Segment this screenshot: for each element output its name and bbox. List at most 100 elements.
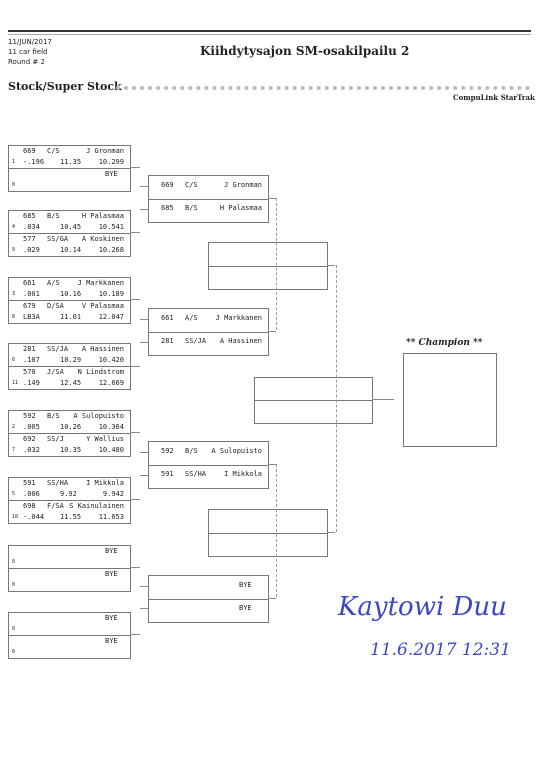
car-number: 591 <box>23 479 36 487</box>
semifinal-matchup <box>208 242 328 290</box>
elapsed-time: 10.16 <box>60 290 82 298</box>
seed-number: 3 <box>12 291 16 297</box>
bracket-connector <box>276 464 277 597</box>
bracket-connector <box>140 475 148 476</box>
seed-number: 0 <box>12 582 16 588</box>
racer-line: BYE <box>9 169 130 180</box>
matchup-divider <box>209 266 327 267</box>
bracket-connector <box>140 342 148 343</box>
car-number: 577 <box>23 235 36 243</box>
round-number: Round # 2 <box>8 58 45 66</box>
driver-name: A Sulopuisto <box>211 447 262 455</box>
driver-name: H Palasmaa <box>219 204 262 212</box>
car-class: B/S <box>185 447 198 455</box>
field-size: 11 car field <box>8 48 48 56</box>
reaction-time: .006 <box>23 490 40 498</box>
car-number: 698 <box>23 502 36 510</box>
seed-number: 6 <box>12 357 16 363</box>
elapsed-time: 11.01 <box>60 313 82 321</box>
dial-value: 10.268 <box>98 246 124 254</box>
top-rule <box>8 30 531 32</box>
car-number: 692 <box>23 435 36 443</box>
elapsed-time: 12.45 <box>60 379 82 387</box>
bye-label: BYE <box>105 570 118 578</box>
racer-line: BYE <box>9 636 130 647</box>
matchup-divider <box>149 599 268 600</box>
elapsed-time: 10.45 <box>60 223 82 231</box>
reaction-time: .029 <box>23 246 40 254</box>
event-title: Kiihdytysajon SM-osakilpailu 2 <box>200 44 410 58</box>
signature-datetime: 11.6.2017 12:31 <box>370 640 511 660</box>
driver-name: A Hassinen <box>219 337 262 345</box>
class-dotted-rule <box>116 86 530 90</box>
car-class: SS/JA <box>185 337 207 345</box>
car-number: 281 <box>23 345 36 353</box>
bracket-connector <box>140 209 148 210</box>
car-class: C/S <box>47 147 60 155</box>
racer-stats: 8 LB3A 11.01 12.047 <box>9 312 130 323</box>
seed-number: 10 <box>12 514 19 520</box>
driver-name: A Koskinen <box>81 235 124 243</box>
bracket-connector <box>130 634 140 635</box>
bye-label: BYE <box>105 637 118 645</box>
racer-stats: 0 <box>9 647 130 658</box>
car-class: J/SA <box>47 368 64 376</box>
racer-stats: 0 <box>9 580 130 591</box>
matchup-divider <box>255 400 372 401</box>
reaction-time: .107 <box>23 356 40 364</box>
dial-value: 12.047 <box>98 313 124 321</box>
elapsed-time: 11.35 <box>60 158 82 166</box>
race-date: 11/JUN/2017 <box>8 38 52 46</box>
elapsed-time: 9.92 <box>60 490 77 498</box>
driver-name: J Gronman <box>86 147 124 155</box>
dial-value: 10.480 <box>98 446 124 454</box>
driver-name: H Palasmaa <box>81 212 124 220</box>
car-number: 685 <box>161 204 174 212</box>
car-number: 592 <box>161 447 174 455</box>
driver-name: J Markkanen <box>215 314 262 322</box>
seed-number: 0 <box>12 559 16 565</box>
reaction-time: .149 <box>23 379 40 387</box>
bracket-connector <box>130 366 140 367</box>
reaction-time: LB3A <box>23 313 40 321</box>
matchup-divider <box>9 233 130 234</box>
reaction-time: .001 <box>23 290 40 298</box>
signature: Kaytowi Duu <box>338 592 507 622</box>
matchup-divider <box>9 366 130 367</box>
driver-name: S Kainulainen <box>69 502 124 510</box>
seed-number: 2 <box>12 424 16 430</box>
racer-stats: 0 <box>9 180 130 191</box>
car-class: B/S <box>47 412 60 420</box>
seed-number: 8 <box>12 314 16 320</box>
bracket-connector <box>336 265 337 532</box>
car-class: SS/HA <box>47 479 69 487</box>
bracket-connector <box>140 319 148 320</box>
matchup-divider <box>9 300 130 301</box>
elapsed-time: 10.29 <box>60 356 82 364</box>
car-number: 669 <box>161 181 174 189</box>
dial-value: 11.653 <box>98 513 124 521</box>
dial-value: 10.299 <box>98 158 124 166</box>
car-class: D/SA <box>47 302 64 310</box>
car-class: B/S <box>47 212 60 220</box>
seed-number: 5 <box>12 491 16 497</box>
car-number: 669 <box>23 147 36 155</box>
driver-name: N Lindstrom <box>77 368 124 376</box>
